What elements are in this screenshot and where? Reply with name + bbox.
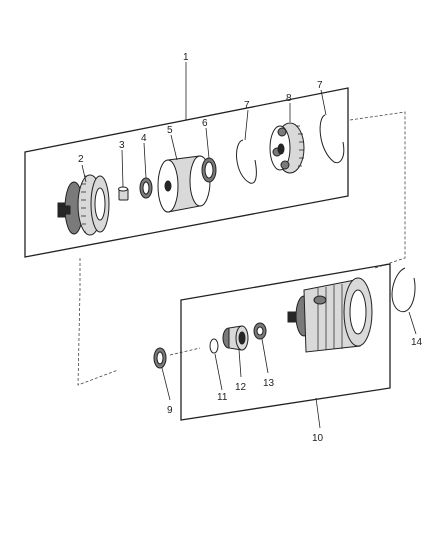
callouts: 1 2 3 4 5 6 7 7 8 9 10 11 12 13 14 bbox=[78, 52, 423, 444]
callout-2: 2 bbox=[78, 154, 84, 165]
callout-12: 12 bbox=[235, 382, 247, 393]
clutch-housing-assembly bbox=[287, 277, 373, 353]
callout-5: 5 bbox=[167, 125, 173, 136]
hub-part-12 bbox=[222, 325, 249, 351]
seal-ring-part-6 bbox=[201, 157, 217, 183]
callout-1: 1 bbox=[183, 52, 189, 63]
callout-6: 6 bbox=[202, 118, 208, 129]
upper-assembly-frame bbox=[24, 87, 349, 258]
callout-3: 3 bbox=[119, 140, 125, 151]
leader-lines bbox=[81, 62, 417, 429]
drum-part-5 bbox=[157, 155, 211, 213]
planetary-carrier-part-8 bbox=[269, 122, 305, 174]
bearing-part-13 bbox=[253, 322, 267, 340]
assembly-link-dashed-line-left bbox=[77, 258, 119, 386]
ring-part-11 bbox=[209, 338, 219, 354]
callout-9: 9 bbox=[167, 405, 173, 416]
assembly-link-dashed-line bbox=[349, 111, 406, 269]
snap-ring-part-14 bbox=[391, 267, 416, 313]
snap-ring-part-7-right bbox=[319, 114, 345, 164]
callout-7a: 7 bbox=[244, 100, 250, 111]
callout-11: 11 bbox=[217, 392, 228, 403]
washer-part-9 bbox=[153, 347, 167, 369]
lower-assembly-frame bbox=[180, 263, 391, 421]
snap-ring-part-7-left bbox=[236, 139, 257, 184]
thrust-washer-part-4 bbox=[139, 177, 153, 199]
callout-7b: 7 bbox=[317, 80, 323, 91]
callout-13: 13 bbox=[263, 378, 275, 389]
callout-14: 14 bbox=[411, 337, 423, 348]
callout-10: 10 bbox=[312, 433, 324, 444]
callout-4: 4 bbox=[141, 133, 147, 144]
plug-part-3 bbox=[118, 186, 129, 201]
gear-assembly-part-2 bbox=[57, 174, 110, 236]
callout-8: 8 bbox=[286, 93, 292, 104]
assembly-link-dashed-short bbox=[169, 347, 201, 356]
